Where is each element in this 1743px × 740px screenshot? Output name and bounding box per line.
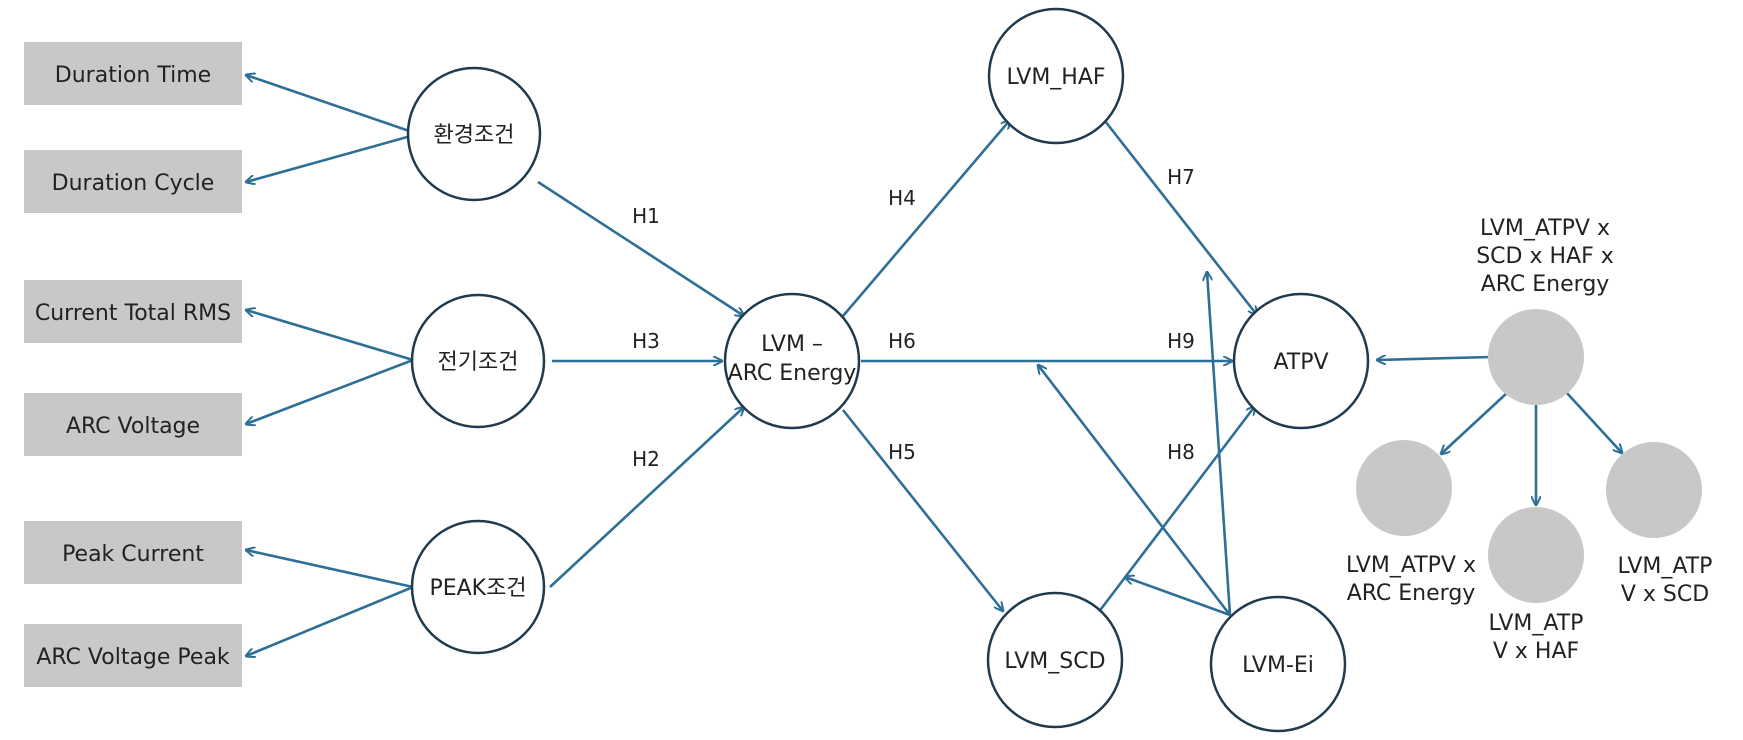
measure-current-total-rms: Current Total RMS	[24, 280, 242, 343]
node-interaction-arc	[1356, 440, 1452, 536]
measure-current-total-rms-label: Current Total RMS	[35, 301, 231, 326]
edge-elec-arc-voltage	[246, 358, 414, 424]
hypothesis-h3-label: H3	[632, 329, 660, 353]
edge-h2	[549, 407, 744, 588]
node-peak-label: PEAK조건	[429, 576, 526, 601]
measure-arc-voltage: ARC Voltage	[24, 393, 242, 456]
interaction-main-label-line1: LVM_ATPV x	[1480, 216, 1610, 241]
edge-h8	[1096, 406, 1255, 614]
hypothesis-h8-label: H8	[1167, 440, 1195, 464]
node-lvm-scd-label: LVM_SCD	[1004, 649, 1105, 674]
node-lvm-scd: LVM_SCD	[986, 591, 1124, 729]
edge-peak-arc-voltage-peak	[246, 585, 414, 656]
interaction-arc-label-line1: LVM_ATPV x	[1346, 553, 1476, 578]
interaction-scd-label-line1: LVM_ATP	[1618, 554, 1713, 579]
node-lvm-ei: LVM-Ei	[1209, 595, 1347, 733]
node-elec-label: 전기조건	[438, 350, 519, 375]
interaction-scd-label-line2: V x SCD	[1621, 582, 1709, 607]
edge-ei-scd	[1125, 577, 1231, 617]
hypothesis-h9-label: H9	[1167, 329, 1195, 353]
node-lvm-arc-energy-line2: ARC Energy	[728, 361, 857, 386]
measure-duration-cycle-label: Duration Cycle	[52, 171, 215, 196]
node-interaction-haf	[1488, 507, 1584, 603]
node-atpv: ATPV	[1232, 292, 1370, 430]
edge-ei-haf-moderation	[1207, 272, 1232, 616]
node-atpv-label: ATPV	[1273, 350, 1328, 375]
hypothesis-h6-label: H6	[888, 329, 916, 353]
hypothesis-h7-label: H7	[1167, 165, 1195, 189]
interaction-haf-label-line1: LVM_ATP	[1489, 611, 1584, 636]
measure-arc-voltage-label: ARC Voltage	[66, 414, 200, 439]
edge-interaction-arc	[1441, 391, 1509, 454]
measure-peak-current-label: Peak Current	[62, 542, 204, 567]
node-env-label: 환경조건	[434, 123, 515, 148]
edge-h5	[841, 409, 1003, 611]
node-lvm-ei-label: LVM-Ei	[1242, 653, 1314, 678]
hypothesis-h5-label: H5	[888, 440, 916, 464]
edge-interaction-scd	[1565, 391, 1622, 453]
node-lvm-arc-energy: LVM – ARC Energy	[723, 292, 861, 430]
measure-duration-cycle: Duration Cycle	[24, 150, 242, 213]
edge-elec-current-total-rms	[246, 310, 414, 362]
measure-duration-time-label: Duration Time	[55, 63, 211, 88]
edge-ei-h6-moderation	[1038, 365, 1232, 616]
hypothesis-h1-label: H1	[632, 204, 660, 228]
measure-duration-time: Duration Time	[24, 42, 242, 105]
interaction-main-label-line3: ARC Energy	[1481, 272, 1610, 297]
node-peak: PEAK조건	[410, 519, 546, 655]
measure-arc-voltage-peak-label: ARC Voltage Peak	[36, 645, 230, 670]
edge-h1	[537, 180, 744, 316]
node-lvm-arc-energy-line1: LVM –	[761, 332, 823, 357]
edge-h4	[842, 120, 1010, 317]
edge-peak-peak-current	[246, 550, 414, 589]
interaction-arc-label-line2: ARC Energy	[1347, 581, 1476, 606]
edge-h7	[1103, 120, 1257, 315]
edge-env-duration-cycle	[246, 132, 419, 182]
measure-arc-voltage-peak: ARC Voltage Peak	[24, 624, 242, 687]
node-interaction-scd	[1606, 442, 1702, 538]
node-env: 환경조건	[406, 66, 542, 202]
node-lvm-haf-label: LVM_HAF	[1006, 65, 1105, 90]
interaction-main-label-line2: SCD x HAF x	[1476, 244, 1614, 269]
node-elec: 전기조건	[410, 293, 546, 429]
edge-interaction-atpv	[1377, 357, 1492, 360]
hypothesis-h4-label: H4	[888, 186, 916, 210]
node-interaction-main	[1488, 309, 1584, 405]
node-lvm-haf: LVM_HAF	[987, 7, 1125, 145]
edge-env-duration-time	[246, 75, 419, 136]
hypothesis-h2-label: H2	[632, 447, 660, 471]
interaction-haf-label-line2: V x HAF	[1493, 639, 1579, 664]
measure-peak-current: Peak Current	[24, 521, 242, 584]
